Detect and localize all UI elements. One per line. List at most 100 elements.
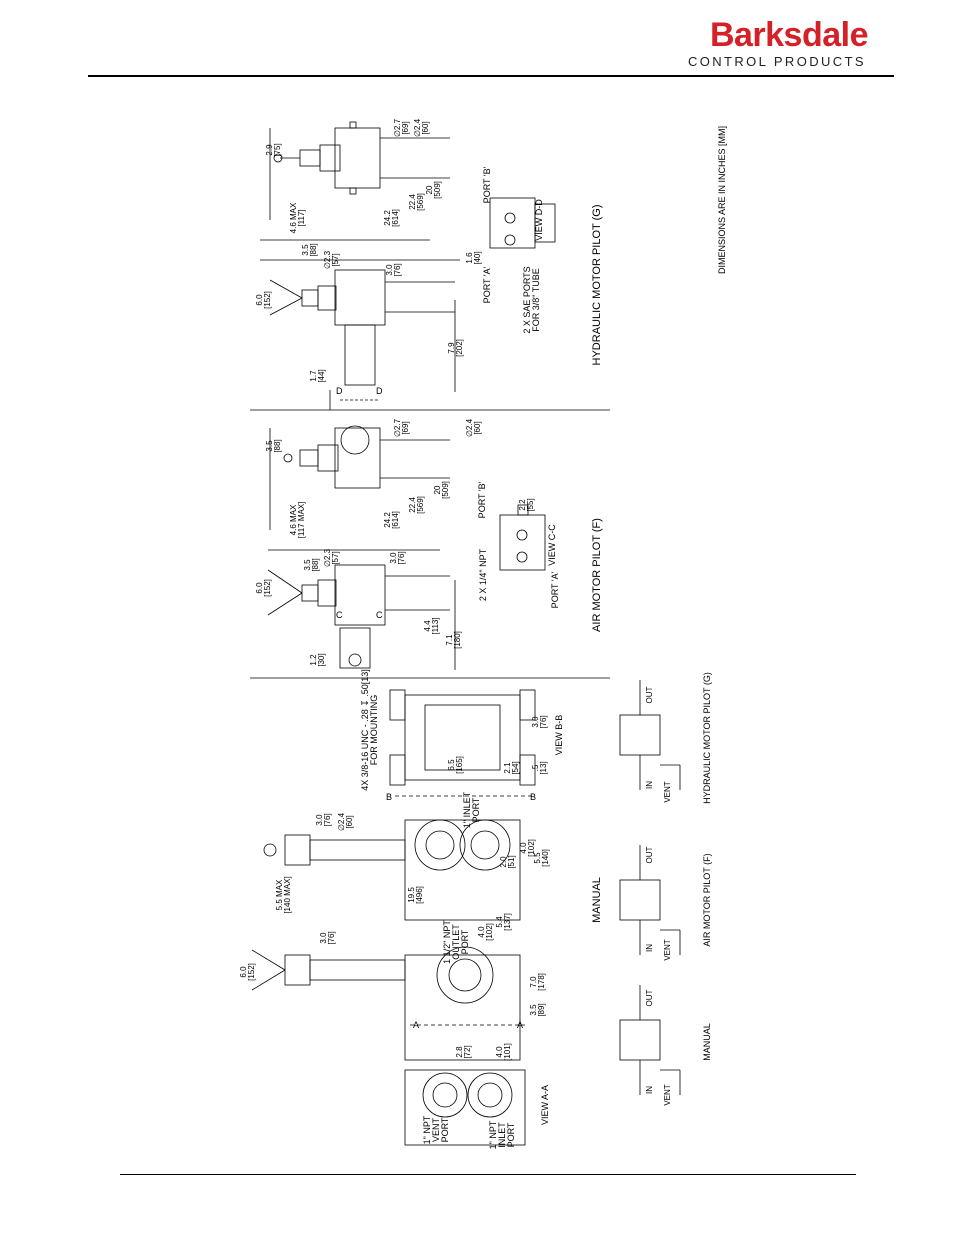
callout-port-a-hyd: PORT 'A'	[482, 266, 492, 303]
dim-h-30: 3.0	[385, 264, 394, 276]
schem-hyd-out: OUT	[645, 686, 654, 703]
section-mark-d2: D	[376, 386, 383, 396]
dim-h-242: 24.2	[383, 210, 392, 226]
dim-m-30mm: [76]	[323, 813, 332, 826]
dim-h-46mm: [117]	[297, 209, 306, 226]
section-mark-b2: B	[530, 792, 536, 802]
dim-f-60mm: [152]	[247, 963, 256, 981]
section-title-hydraulic: HYDRAULIC MOTOR PILOT (G)	[591, 205, 603, 366]
dim-f-35: 3.5	[529, 1004, 538, 1016]
dim-m-5mm: [13]	[539, 761, 548, 774]
callout-inlet-b2: INLET	[497, 1122, 507, 1148]
dim-a-46: 4.6 MAX	[289, 504, 298, 535]
dim-h-29mm: [75]	[273, 143, 282, 156]
callout-port-b-air: PORT 'B'	[477, 481, 487, 518]
schematic-manual	[619, 985, 681, 1095]
dim-h-46: 4.6 MAX	[289, 202, 298, 233]
callout-port-a-air: PORT 'A'	[550, 571, 560, 608]
dim-m-21: 2.1	[503, 762, 512, 774]
callout-vent-3: PORT	[440, 1117, 450, 1142]
dim-f-40: 4.0	[477, 926, 486, 938]
dim-m-40: 4.0	[519, 842, 528, 854]
dim-h-24mm: [60]	[421, 121, 430, 134]
callout-sae-2: FOR 3/8" TUBE	[531, 268, 541, 332]
schem-man-out: OUT	[645, 989, 654, 1006]
hydraulic-handle-view	[269, 269, 455, 386]
dim-h-20mm: [509]	[433, 181, 442, 199]
dim-h-224mm: [569]	[416, 193, 425, 211]
view-label-cc: VIEW C-C	[547, 524, 557, 566]
schem-hyd-in: IN	[645, 781, 654, 789]
dim-m-24mm: [60]	[345, 815, 354, 828]
dim-m-55b: 5.5	[533, 852, 542, 864]
dim-a-35mm: [88]	[273, 439, 282, 452]
callout-outlet-1: 1 1/2" NPT	[442, 920, 452, 964]
section-mark-a2: A	[517, 1020, 523, 1030]
callout-port-b-hyd: PORT 'B'	[482, 166, 492, 203]
schem-air-out: OUT	[645, 846, 654, 863]
dim-h-79: 7.9	[447, 342, 456, 354]
dim-m-55bmm: [140]	[541, 849, 550, 867]
view-label-bb: VIEW B-B	[554, 715, 564, 756]
dim-h-27: ∅2.7	[393, 118, 402, 137]
callout-outlet-3: PORT	[460, 929, 470, 954]
callout-inlet-2: PORT	[471, 797, 481, 822]
air-side-view	[283, 425, 450, 489]
dim-h-29: 2.9	[265, 144, 274, 156]
dim-h-24: ∅2.4	[413, 118, 422, 137]
dim-h-23: ∅2.3	[323, 250, 332, 269]
units-note: DIMENSIONS ARE IN INCHES [MM]	[717, 126, 727, 274]
dim-f-40mm: [102]	[485, 923, 494, 941]
schematic-hydraulic	[619, 680, 681, 790]
technical-drawing: HYDRAULIC MOTOR PILOT (G) AIR MOTOR PILO…	[239, 118, 727, 1149]
dim-a-23mm: [57]	[331, 551, 340, 564]
dim-a-44mm: [113]	[431, 617, 440, 634]
dim-f-60: 6.0	[239, 966, 248, 978]
dim-a-224mm: [569]	[416, 496, 425, 514]
section-mark-c1: C	[336, 610, 343, 620]
dim-m-30bmm: [76]	[539, 715, 548, 728]
section-title-air: AIR MOTOR PILOT (F)	[591, 518, 603, 632]
dim-a-12: 1.2	[309, 654, 318, 666]
dim-h-16mm: [40]	[473, 251, 482, 264]
section-mark-d1: D	[336, 386, 343, 396]
callout-vent-2: VENT	[431, 1118, 441, 1143]
view-label-aa: VIEW A-A	[540, 1085, 550, 1125]
dim-a-60mm: [152]	[263, 579, 272, 597]
header-rule	[88, 75, 894, 77]
dim-h-224: 22.4	[408, 194, 417, 210]
dim-a-22: 2.2	[518, 499, 527, 511]
callout-vent-1: 1" NPT	[422, 1115, 432, 1144]
dim-h-17: 1.7	[309, 370, 318, 382]
footer-rule	[120, 1174, 856, 1175]
dim-h-35: 3.5	[301, 244, 310, 256]
section-mark-c2: C	[376, 610, 383, 620]
dim-f-54mm: [137]	[503, 913, 512, 931]
callout-inlet-1: 1" INLET	[462, 791, 472, 828]
section-mark-a1: A	[413, 1020, 419, 1030]
dim-h-79mm: [202]	[455, 339, 464, 357]
callout-mount-1: 4X 3/8-16 UNC - .28 ↧ .50[13]	[360, 669, 370, 791]
dim-m-24: ∅2.4	[337, 812, 346, 831]
dim-a-71: 7.1	[445, 634, 454, 646]
dim-a-71mm: [180]	[453, 631, 462, 649]
schem-air-vent: VENT	[663, 939, 672, 960]
dim-m-65: 6.5	[447, 759, 456, 771]
schem-hyd-label: HYDRAULIC MOTOR PILOT (G)	[702, 672, 712, 804]
view-dd	[489, 197, 556, 249]
dim-m-30: 3.0	[315, 814, 324, 826]
dim-a-22mm: [55]	[526, 498, 535, 511]
brand-tagline: CONTROL PRODUCTS	[687, 54, 866, 69]
manual-front-view	[263, 819, 521, 921]
dim-a-24mm: [60]	[473, 421, 482, 434]
dim-a-35: 3.5	[265, 440, 274, 452]
dim-a-242mm: [614]	[391, 511, 400, 529]
view-label-dd: VIEW D-D	[534, 199, 544, 241]
dim-f-70mm: [178]	[537, 973, 546, 991]
dim-m-20: 2.0	[499, 856, 508, 868]
schem-air-in: IN	[645, 944, 654, 952]
dim-a-35b: 3.5	[303, 559, 312, 571]
dim-f-30: 3.0	[319, 932, 328, 944]
dim-m-65mm: [165]	[455, 756, 464, 774]
dim-m-30b: 3.0	[531, 716, 540, 728]
